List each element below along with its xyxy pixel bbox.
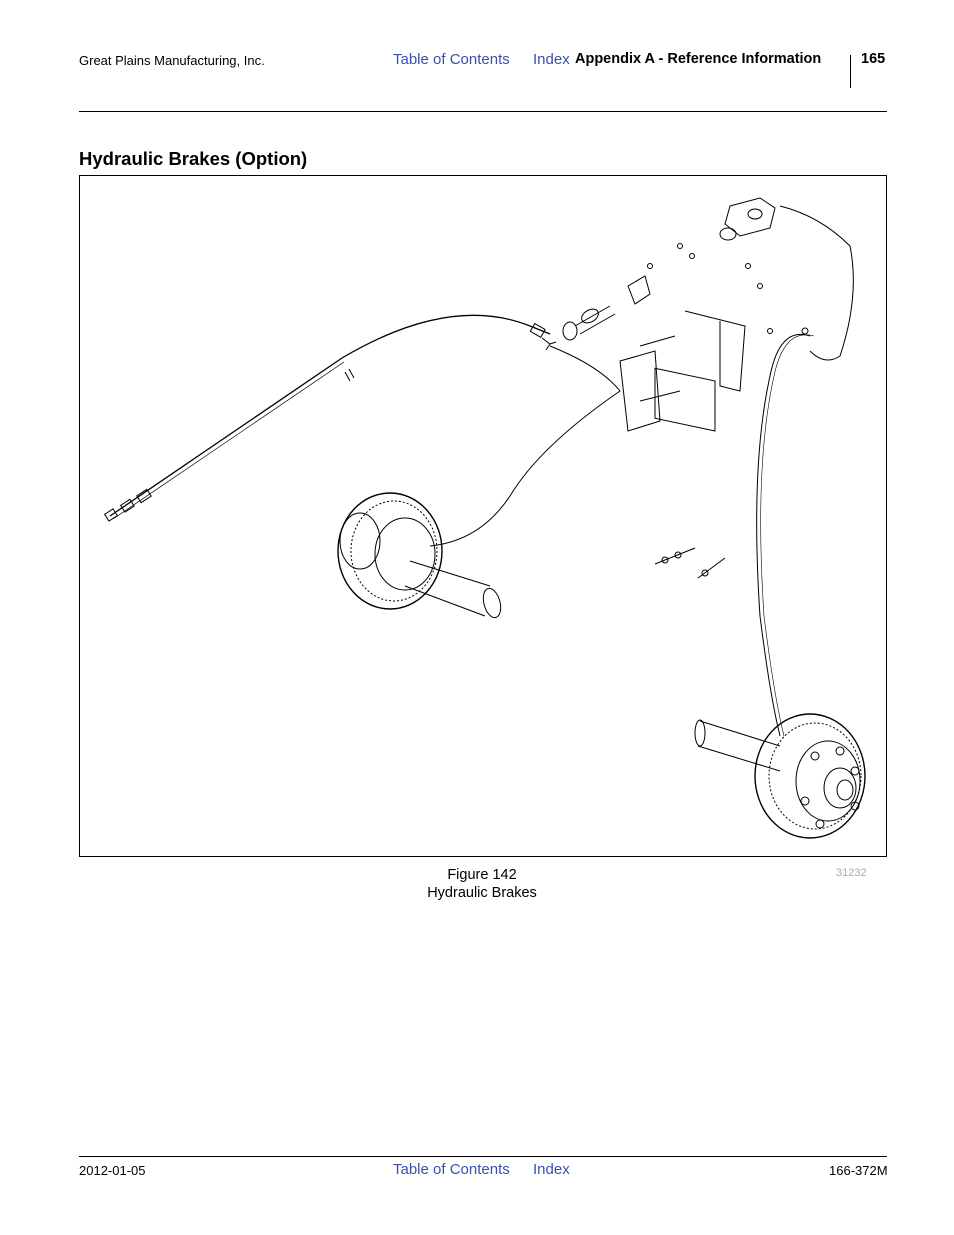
page-number: 165 bbox=[861, 51, 886, 67]
left-brake-drum bbox=[337, 492, 502, 619]
wheel-brake-lines bbox=[429, 205, 854, 737]
tee-fitting bbox=[529, 322, 557, 351]
header-toc-link[interactable]: Table of Contents bbox=[393, 51, 510, 68]
right-brake-drum bbox=[694, 713, 866, 839]
section-header: Appendix A - Reference Information bbox=[575, 51, 822, 67]
company-name: Great Plains Manufacturing, Inc. bbox=[79, 53, 265, 68]
front-brake-line bbox=[103, 314, 551, 522]
header-divider bbox=[850, 55, 851, 88]
figure-number: Figure 142 bbox=[447, 867, 517, 883]
figure-title: Hydraulic Brakes bbox=[427, 885, 537, 901]
header-rule bbox=[79, 111, 887, 112]
loose-hardware bbox=[654, 547, 726, 579]
figure-frame bbox=[79, 175, 887, 857]
footer-index-link[interactable]: Index bbox=[533, 1161, 570, 1178]
figure-caption: Figure 142 Hydraulic Brakes bbox=[0, 866, 954, 902]
footer-toc-link[interactable]: Table of Contents bbox=[393, 1161, 510, 1178]
footer-date: 2012-01-05 bbox=[79, 1163, 146, 1178]
master-cylinder-assembly bbox=[562, 197, 809, 432]
page-title: Hydraulic Brakes (Option) bbox=[79, 148, 308, 169]
footer-rule bbox=[79, 1156, 887, 1157]
figure-code: 31232 bbox=[836, 867, 867, 879]
hydraulic-brakes-illustration bbox=[103, 197, 866, 839]
header-index-link[interactable]: Index bbox=[533, 51, 570, 68]
document-number: 166-372M bbox=[829, 1163, 888, 1178]
